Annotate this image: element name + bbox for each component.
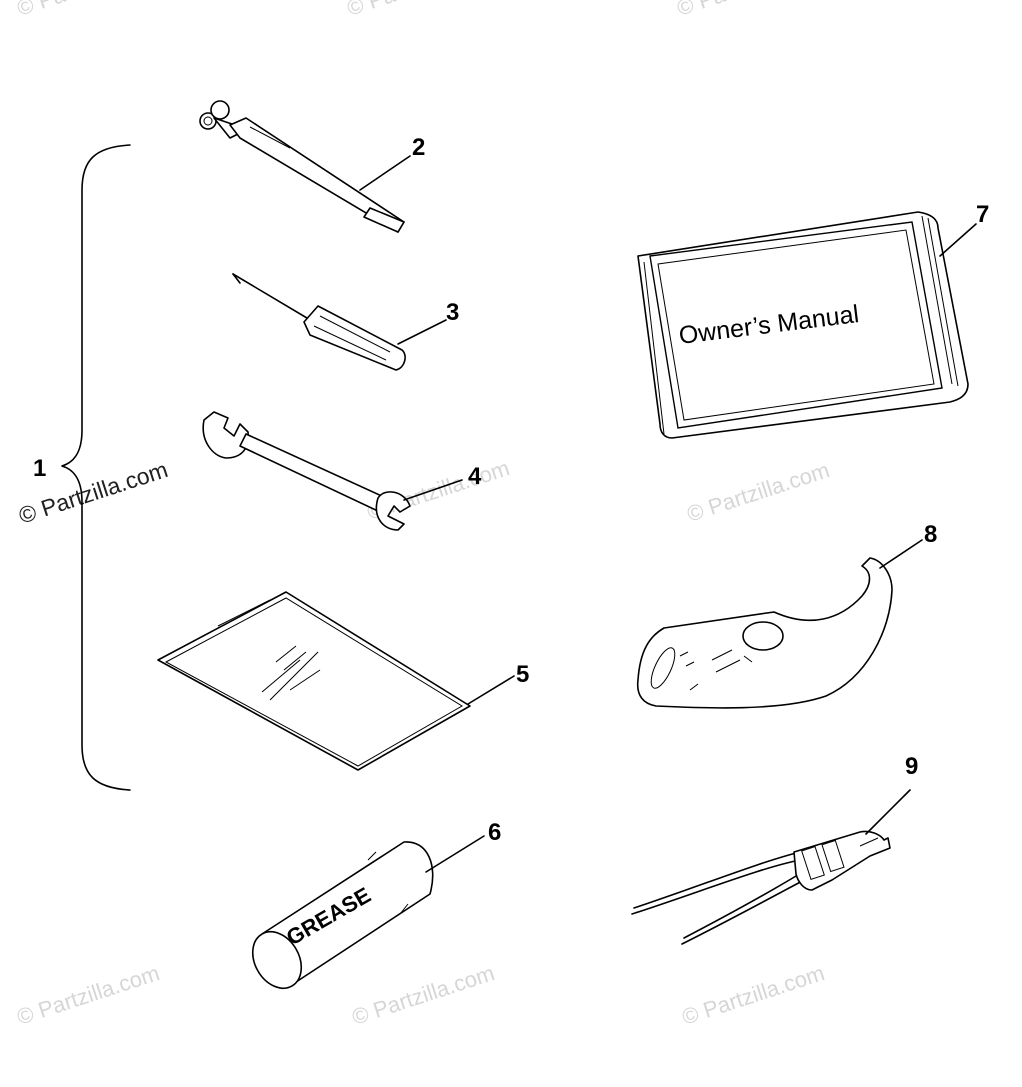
grease-tube: GREASE [251,841,434,990]
leader-7 [939,223,977,257]
callout-1: 1 [33,455,46,482]
callout-9: 9 [905,753,918,780]
callout-3: 3 [446,299,459,326]
callout-4: 4 [468,463,482,490]
watermark-top-mid: © Partzilla.com [344,0,493,21]
wire-connector [631,830,891,945]
watermark-mid-right: © Partzilla.com [684,457,833,527]
leader-8 [879,539,923,569]
owners-manual: Owner’s Manual [637,211,969,439]
leader-6 [425,835,485,873]
watermark-bottom-right: © Partzilla.com [679,960,828,1030]
callout-7: 7 [976,201,989,228]
callout-8: 8 [924,521,937,548]
watermark-bottom-left: © Partzilla.com [14,960,163,1030]
callout-2: 2 [412,134,425,161]
kit-bracket [61,144,131,791]
leader-9 [865,789,911,835]
leader-3 [397,319,447,345]
leader-5 [467,675,515,705]
watermark-top-right: © Partzilla.com [674,0,823,21]
screwdriver [232,273,406,371]
mounting-bracket [636,557,893,709]
tire-gauge [199,100,405,233]
plastic-bag [157,591,471,771]
leader-4 [403,479,463,501]
wrench [202,411,411,531]
callout-6: 6 [488,819,501,846]
watermark-top-left: © Partzilla.com [14,0,163,21]
leader-2 [359,155,411,191]
callout-5: 5 [516,661,529,688]
watermark-bottom-mid: © Partzilla.com [349,960,498,1030]
